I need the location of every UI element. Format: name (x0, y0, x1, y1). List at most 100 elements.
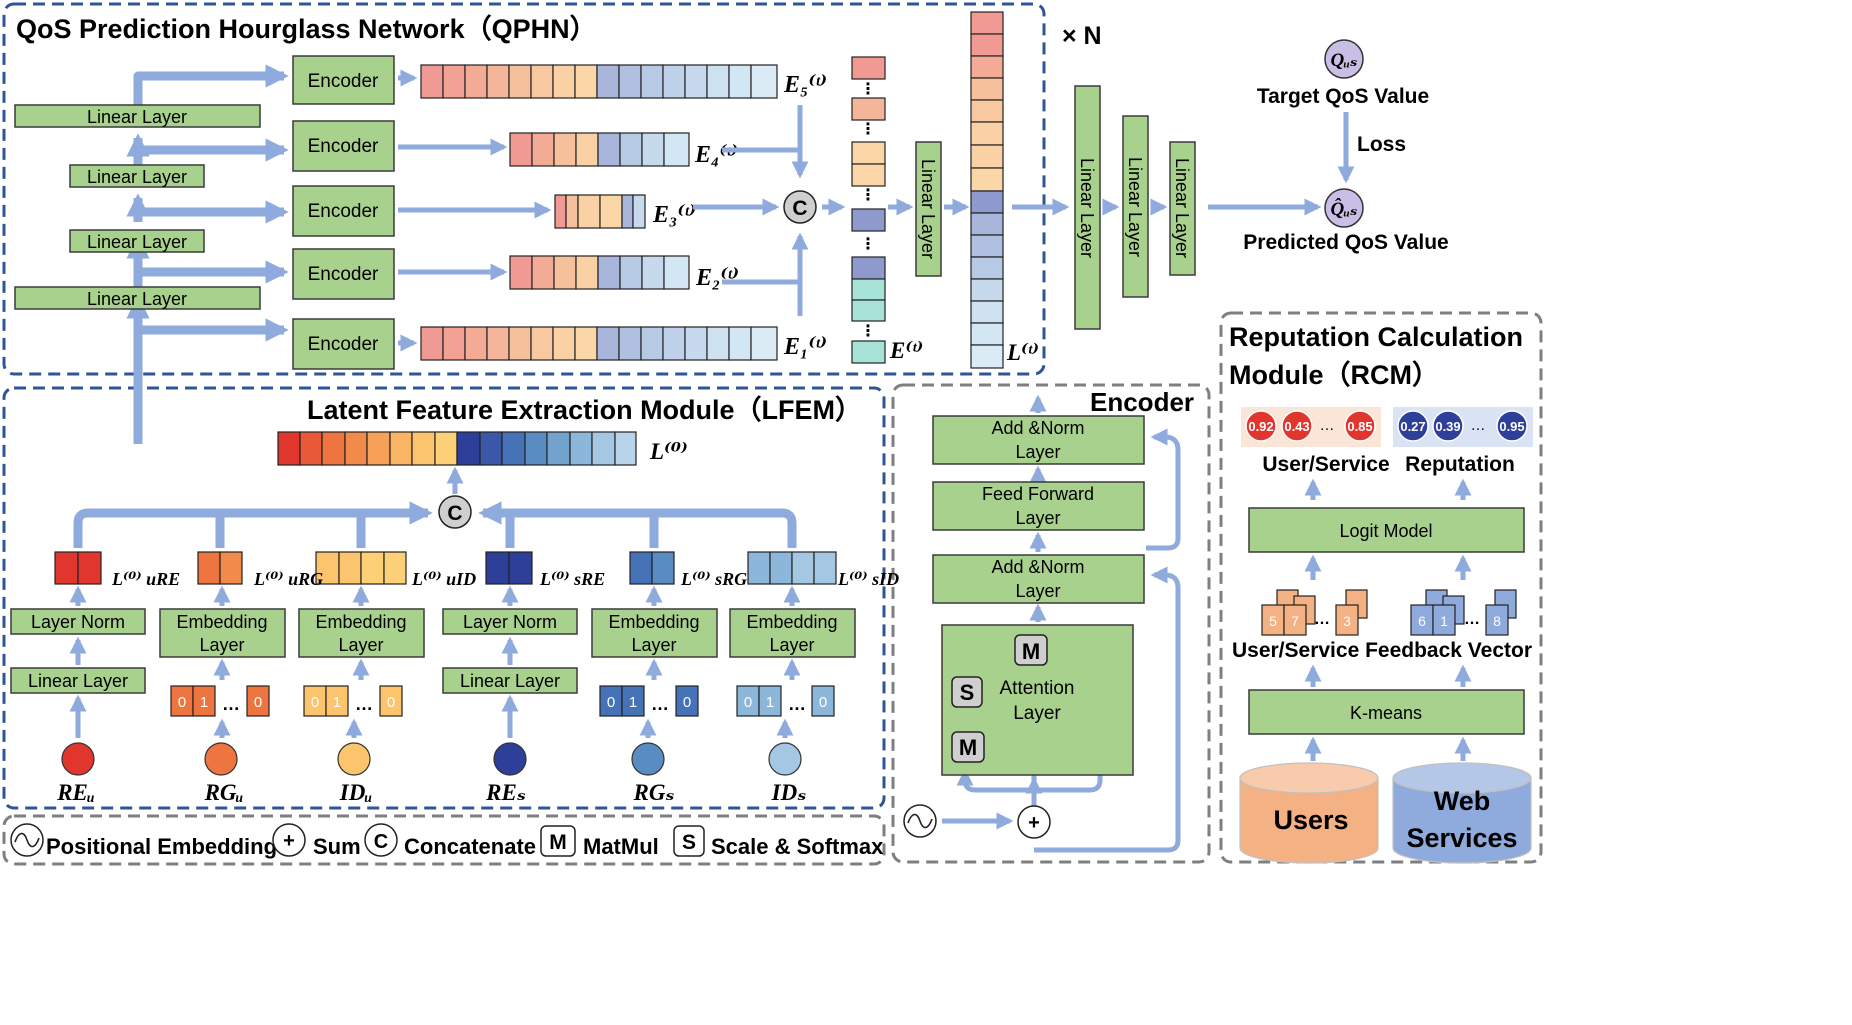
sublabel-u-re: L⁽⁰⁾ uRE (111, 569, 180, 589)
layer-norm-s-label: Layer Norm (463, 612, 557, 632)
rcm-title-line1: Reputation Calculation (1229, 322, 1523, 352)
svg-text:1: 1 (766, 694, 774, 711)
embedding-s-rg-line1: Embedding (608, 612, 699, 632)
head-linear-2 (1122, 115, 1149, 298)
encoder-frame (891, 383, 1211, 864)
predicted-qos-node (1324, 188, 1364, 228)
web-label: Web (1434, 786, 1491, 816)
layer-norm-u (10, 608, 146, 635)
svg-text:1: 1 (1440, 613, 1448, 629)
target-qos-node (1324, 39, 1364, 79)
add-norm-bottom-line2: Layer (1015, 581, 1060, 601)
head-linear-3-label: Linear Layer (1172, 158, 1192, 258)
svg-text:…: … (222, 694, 240, 714)
user-rep-3-value: 0.85 (1347, 419, 1372, 434)
rcm-frame (1219, 311, 1543, 864)
input-label-re-u: REᵤ (56, 780, 95, 805)
service-rep-2 (1432, 410, 1464, 442)
dots-4: ⋮ (860, 236, 876, 253)
legend-scale-label: Scale & Softmax (711, 834, 884, 859)
lfem-up-arrows (69, 585, 801, 738)
sum-node (1017, 805, 1051, 839)
qphn-trunk-arrows (126, 64, 289, 444)
user-rep-2-value: 0.43 (1284, 419, 1309, 434)
embedding-u-id-line1: Embedding (315, 612, 406, 632)
svg-text:…: … (1464, 611, 1480, 628)
svg-text:0: 0 (387, 694, 395, 711)
feature-bar-e2 (509, 255, 690, 290)
lfem-concat-symbol: C (447, 502, 462, 525)
matmul-bottom-symbol: M (959, 735, 977, 760)
legend-sum-symbol: + (283, 830, 295, 852)
user-rep-1 (1245, 410, 1277, 442)
svg-text:8: 8 (1493, 613, 1501, 629)
label-lt: L⁽ᵗ⁾ (1006, 340, 1039, 365)
svg-text:7: 7 (1291, 613, 1299, 629)
feed-forward-layer (932, 481, 1145, 531)
users-label: Users (1273, 805, 1348, 835)
qphn-linear-4 (14, 286, 261, 310)
predicted-qos-label: Predicted QoS Value (1243, 231, 1448, 254)
legend-concat-symbol: C (374, 831, 388, 853)
legend-concat-icon (364, 823, 398, 857)
onehot-u-rg: 0 1 … 0 (170, 685, 270, 717)
svg-text:0: 0 (819, 694, 827, 711)
service-rep-2-value: 0.39 (1435, 419, 1460, 434)
encoder-box-1 (292, 318, 395, 370)
embedding-u-rg-line2: Layer (199, 635, 244, 655)
user-rep-1-value: 0.92 (1248, 419, 1273, 434)
matmul-top (1014, 634, 1048, 666)
sublabel-s-id: L⁽⁰⁾ sID (837, 569, 899, 589)
service-rep-3-value: 0.95 (1499, 419, 1524, 434)
users-database-icon (1239, 762, 1379, 864)
svg-text:1: 1 (629, 694, 637, 711)
scale-softmax (951, 676, 983, 708)
lfem-title: Latent Feature Extraction Module（LFEM） (307, 395, 862, 425)
svg-text:6: 6 (1418, 613, 1426, 629)
label-e1: E₁⁽ᵗ⁾ (783, 334, 827, 360)
input-node-rg-u (204, 742, 238, 776)
encoder-flow-arrows (942, 394, 1181, 853)
legend-sum-label: Sum (313, 834, 361, 859)
qphn-linear-vertical-a-label: Linear Layer (918, 159, 938, 259)
legend-matmul-label: MatMul (583, 834, 659, 859)
encoder-box-5-label: Encoder (308, 71, 379, 92)
head-linear-1 (1074, 85, 1101, 330)
svg-text:5: 5 (1269, 613, 1277, 629)
onehot-s-rg: 0 1 … 0 (599, 685, 699, 717)
user-service-label: User/Service (1262, 453, 1389, 476)
encoder-title: Encoder (1090, 387, 1194, 417)
user-rep-ellipsis: … (1320, 417, 1335, 434)
merge-arrows (693, 105, 846, 316)
kmeans-box (1248, 689, 1525, 735)
qphn-linear-3 (69, 229, 205, 253)
encoder-box-1-label: Encoder (308, 334, 379, 355)
feature-bar-e3 (554, 194, 646, 229)
linear-layer-s (442, 667, 578, 694)
input-label-re-s: REₛ (485, 780, 526, 805)
legend-scale-symbol: S (682, 831, 696, 854)
legend-positional-wave (14, 832, 40, 848)
embedding-layer-u-id (298, 608, 425, 658)
predicted-qos-symbol: Q̂ᵤₛ (1331, 199, 1358, 220)
logit-model-box (1248, 507, 1525, 553)
feedback-vector-label: User/Service Feedback Vector (1232, 639, 1532, 662)
sublabel-u-rg: L⁽⁰⁾ uRG (253, 569, 323, 589)
kmeans-label: K-means (1350, 703, 1422, 723)
embedding-s-id-line2: Layer (769, 635, 814, 655)
feed-forward-line1: Feed Forward (982, 484, 1094, 504)
latent-column-lt (970, 11, 1004, 369)
add-norm-bottom-line1: Add &Norm (991, 557, 1084, 577)
linear-layer-s-label: Linear Layer (460, 671, 560, 691)
qphn-concat-symbol: C (792, 197, 807, 220)
feature-bar-e5 (420, 64, 778, 99)
qphn-linear-1-label: Linear Layer (87, 107, 187, 127)
legend-matmul-symbol: M (549, 831, 567, 854)
input-node-id-s (768, 742, 802, 776)
svg-text:…: … (788, 694, 806, 714)
svg-text:0: 0 (744, 694, 752, 711)
head-linear-2-label: Linear Layer (1125, 157, 1145, 257)
svg-text:0: 0 (683, 694, 691, 711)
service-rep-1-value: 0.27 (1400, 419, 1425, 434)
